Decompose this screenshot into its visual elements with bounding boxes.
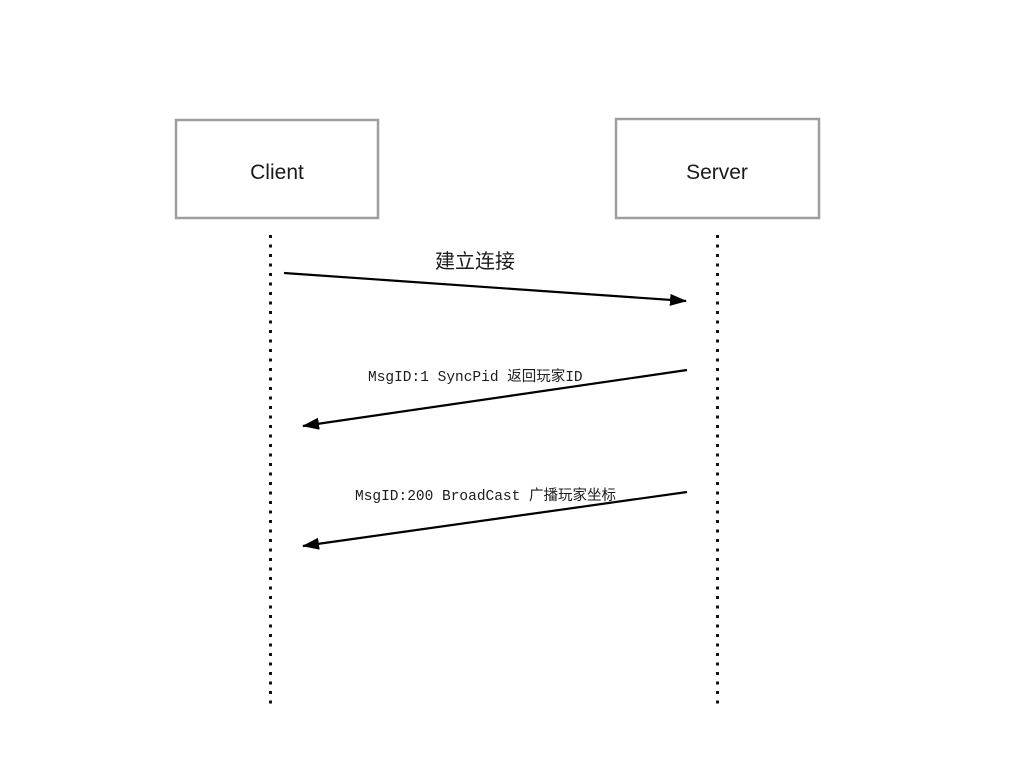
message-arrow-syncpid xyxy=(302,368,688,430)
message-arrow-broadcast xyxy=(302,490,688,550)
message-label-connect: 建立连接 xyxy=(435,250,515,273)
actor-box-client xyxy=(174,118,380,220)
actor-label-client: Client xyxy=(250,161,304,184)
actor-label-server: Server xyxy=(686,161,748,184)
message-label-broadcast: MsgID:200 BroadCast 广播玩家坐标 xyxy=(355,487,616,505)
message-arrow-connect xyxy=(283,271,687,306)
actor-box-server xyxy=(614,117,821,220)
message-label-syncpid: MsgID:1 SyncPid 返回玩家ID xyxy=(368,368,583,386)
